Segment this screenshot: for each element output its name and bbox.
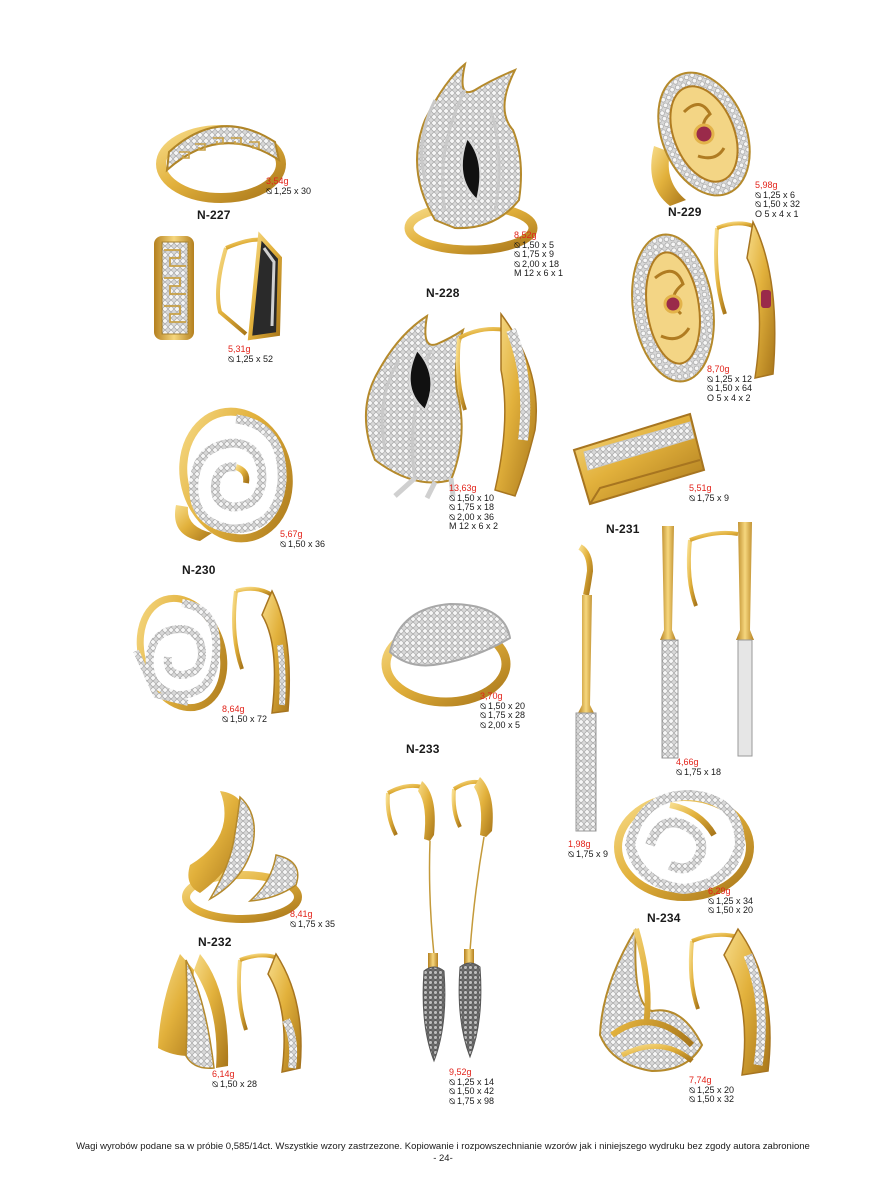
weight-label: 13,63g (449, 483, 477, 493)
n232-ring-image (180, 785, 310, 925)
n229-ring-info: 5,98g ⦰1,25 x 6 ⦰1,50 x 32 O 5 x 4 x 1 (755, 180, 801, 219)
weight-label: 3,70g (480, 691, 503, 701)
product-code-n228: N-228 (426, 286, 460, 300)
spec-line: ⦰1,50 x 36 (280, 538, 326, 549)
weight-label: 8,41g (290, 909, 313, 919)
n230-earrings-info: 8,64g ⦰1,50 x 72 (222, 704, 268, 724)
spec-line: ⦰1,75 x 28 (480, 710, 526, 721)
n234-ring-image (610, 785, 755, 905)
weight-label: 8,52g (514, 230, 537, 240)
n227-ring-info: 3,54g ⦰1,25 x 30 (266, 176, 312, 196)
spec-line: ⦰1,50 x 5 (514, 239, 555, 250)
spec-line: ⦰1,50 x 72 (222, 713, 268, 724)
n227-ring-image (155, 108, 286, 204)
weight-label: 5,67g (280, 529, 303, 539)
spec-line: ⦰1,50 x 32 (755, 199, 801, 210)
spec-line: ⦰1,75 x 9 (514, 249, 555, 260)
spec-line: O 5 x 4 x 1 (755, 208, 799, 219)
spec-line: ⦰1,50 x 64 (707, 383, 753, 394)
product-code-n227: N-227 (197, 208, 231, 222)
n232-earrings-image (150, 950, 310, 1075)
product-code-n233: N-233 (406, 742, 440, 756)
n231-ring-image (570, 410, 710, 506)
spec-line: ⦰1,50 x 10 (449, 492, 495, 503)
spec-line: ⦰1,75 x 18 (676, 766, 722, 777)
spec-line: ⦰1,50 x 28 (212, 1078, 258, 1089)
weight-label: 9,52g (449, 1067, 472, 1077)
n234-ring-info: 6,29g ⦰1,25 x 34 ⦰1,50 x 20 (708, 886, 754, 916)
footer-note: Wagi wyrobów podane sa w próbie 0,585/14… (76, 1141, 810, 1152)
n227-earrings-info: 5,31g ⦰1,25 x 52 (228, 344, 274, 364)
spec-line: ⦰1,50 x 20 (480, 700, 526, 711)
n231-earrings-info: 4,66g ⦰1,75 x 18 (676, 757, 722, 777)
weight-label: 8,70g (707, 364, 730, 374)
spec-line: ⦰1,25 x 20 (689, 1084, 735, 1095)
n229-earrings-image (625, 218, 785, 383)
spec-line: ⦰2,00 x 5 (480, 719, 521, 730)
spec-line: ⦰1,75 x 18 (449, 502, 495, 513)
weight-label: 7,74g (689, 1075, 712, 1085)
spec-line: ⦰1,25 x 12 (707, 373, 753, 384)
n231-earrings-image (650, 520, 760, 760)
spec-line: ⦰2,00 x 36 (449, 511, 495, 522)
product-code-n230: N-230 (182, 563, 216, 577)
spec-line: ⦰1,75 x 35 (290, 918, 336, 929)
weight-label: 6,29g (708, 886, 731, 896)
n229-ring-image (640, 66, 755, 211)
spec-line: ⦰1,75 x 9 (568, 848, 609, 859)
n234-earrings-image (592, 925, 782, 1080)
n233-earrings-image (378, 775, 498, 1070)
weight-label: 5,51g (689, 483, 712, 493)
n233-ring-image (380, 598, 515, 708)
n232-earrings-info: 6,14g ⦰1,50 x 28 (212, 1069, 258, 1089)
product-code-n231: N-231 (606, 522, 640, 536)
spec-line: ⦰1,75 x 98 (449, 1095, 495, 1106)
n229-earrings-info: 8,70g ⦰1,25 x 12 ⦰1,50 x 64 O 5 x 4 x 2 (707, 364, 753, 403)
n233-earrings-info: 9,52g ⦰1,25 x 14 ⦰1,50 x 42 ⦰1,75 x 98 (449, 1067, 495, 1106)
n231-ring-info: 5,51g ⦰1,75 x 9 (689, 483, 730, 503)
n231-pendant-image (566, 544, 606, 835)
n231-pendant-info: 1,98g ⦰1,75 x 9 (568, 839, 609, 859)
weight-label: 3,54g (266, 176, 289, 186)
n228-ring-image (395, 60, 540, 255)
spec-line: ⦰1,25 x 30 (266, 185, 312, 196)
product-code-n234: N-234 (647, 911, 681, 925)
spec-line: ⦰2,00 x 18 (514, 258, 560, 269)
spec-line: ⦰1,75 x 9 (689, 492, 730, 503)
product-code-n232: N-232 (198, 935, 232, 949)
weight-label: 8,64g (222, 704, 245, 714)
n230-earrings-image (132, 585, 297, 715)
spec-line: ⦰1,25 x 14 (449, 1076, 495, 1087)
page-number: - 24- (433, 1153, 453, 1164)
weight-label: 1,98g (568, 839, 591, 849)
n233-ring-info: 3,70g ⦰1,50 x 20 ⦰1,75 x 28 ⦰2,00 x 5 (480, 691, 526, 730)
weight-label: 5,98g (755, 180, 778, 190)
weight-label: 4,66g (676, 757, 699, 767)
spec-line: M 12 x 6 x 2 (449, 521, 499, 532)
n230-ring-info: 5,67g ⦰1,50 x 36 (280, 529, 326, 549)
spec-line: ⦰1,50 x 20 (708, 905, 754, 916)
weight-label: 6,14g (212, 1069, 235, 1079)
weight-label: 5,31g (228, 344, 251, 354)
n228-earrings-image (355, 310, 550, 500)
spec-line: O 5 x 4 x 2 (707, 392, 751, 403)
n230-ring-image (170, 405, 295, 545)
n232-ring-info: 8,41g ⦰1,75 x 35 (290, 909, 336, 929)
n228-earrings-info: 13,63g ⦰1,50 x 10 ⦰1,75 x 18 ⦰2,00 x 36 … (449, 483, 499, 532)
spec-line: ⦰1,50 x 32 (689, 1094, 735, 1105)
product-code-n229: N-229 (668, 205, 702, 219)
n227-earrings-image (150, 228, 290, 343)
n228-ring-info: 8,52g ⦰1,50 x 5 ⦰1,75 x 9 ⦰2,00 x 18 M 1… (514, 230, 564, 279)
spec-line: ⦰1,50 x 42 (449, 1086, 495, 1097)
spec-line: M 12 x 6 x 1 (514, 268, 564, 279)
n234-earrings-info: 7,74g ⦰1,25 x 20 ⦰1,50 x 32 (689, 1075, 735, 1105)
spec-line: ⦰1,25 x 52 (228, 353, 274, 364)
spec-line: ⦰1,25 x 34 (708, 895, 754, 906)
spec-line: ⦰1,25 x 6 (755, 189, 796, 200)
